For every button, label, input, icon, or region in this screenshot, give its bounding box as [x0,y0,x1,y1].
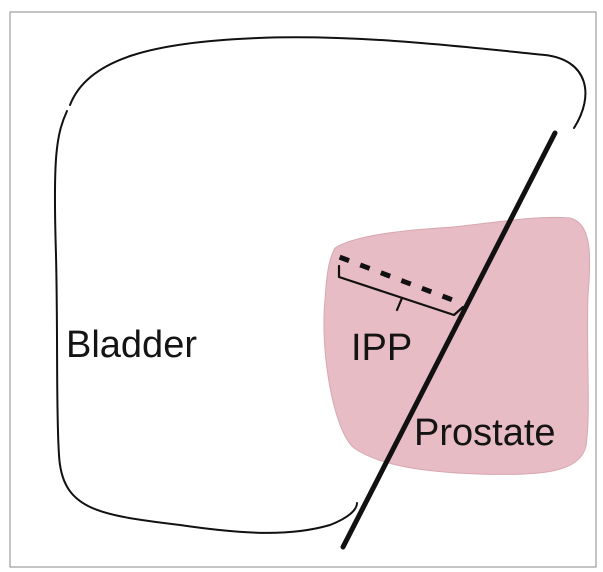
prostate-label: Prostate [414,412,556,454]
ipp-label: IPP [351,327,412,369]
bladder-label: Bladder [66,324,197,366]
